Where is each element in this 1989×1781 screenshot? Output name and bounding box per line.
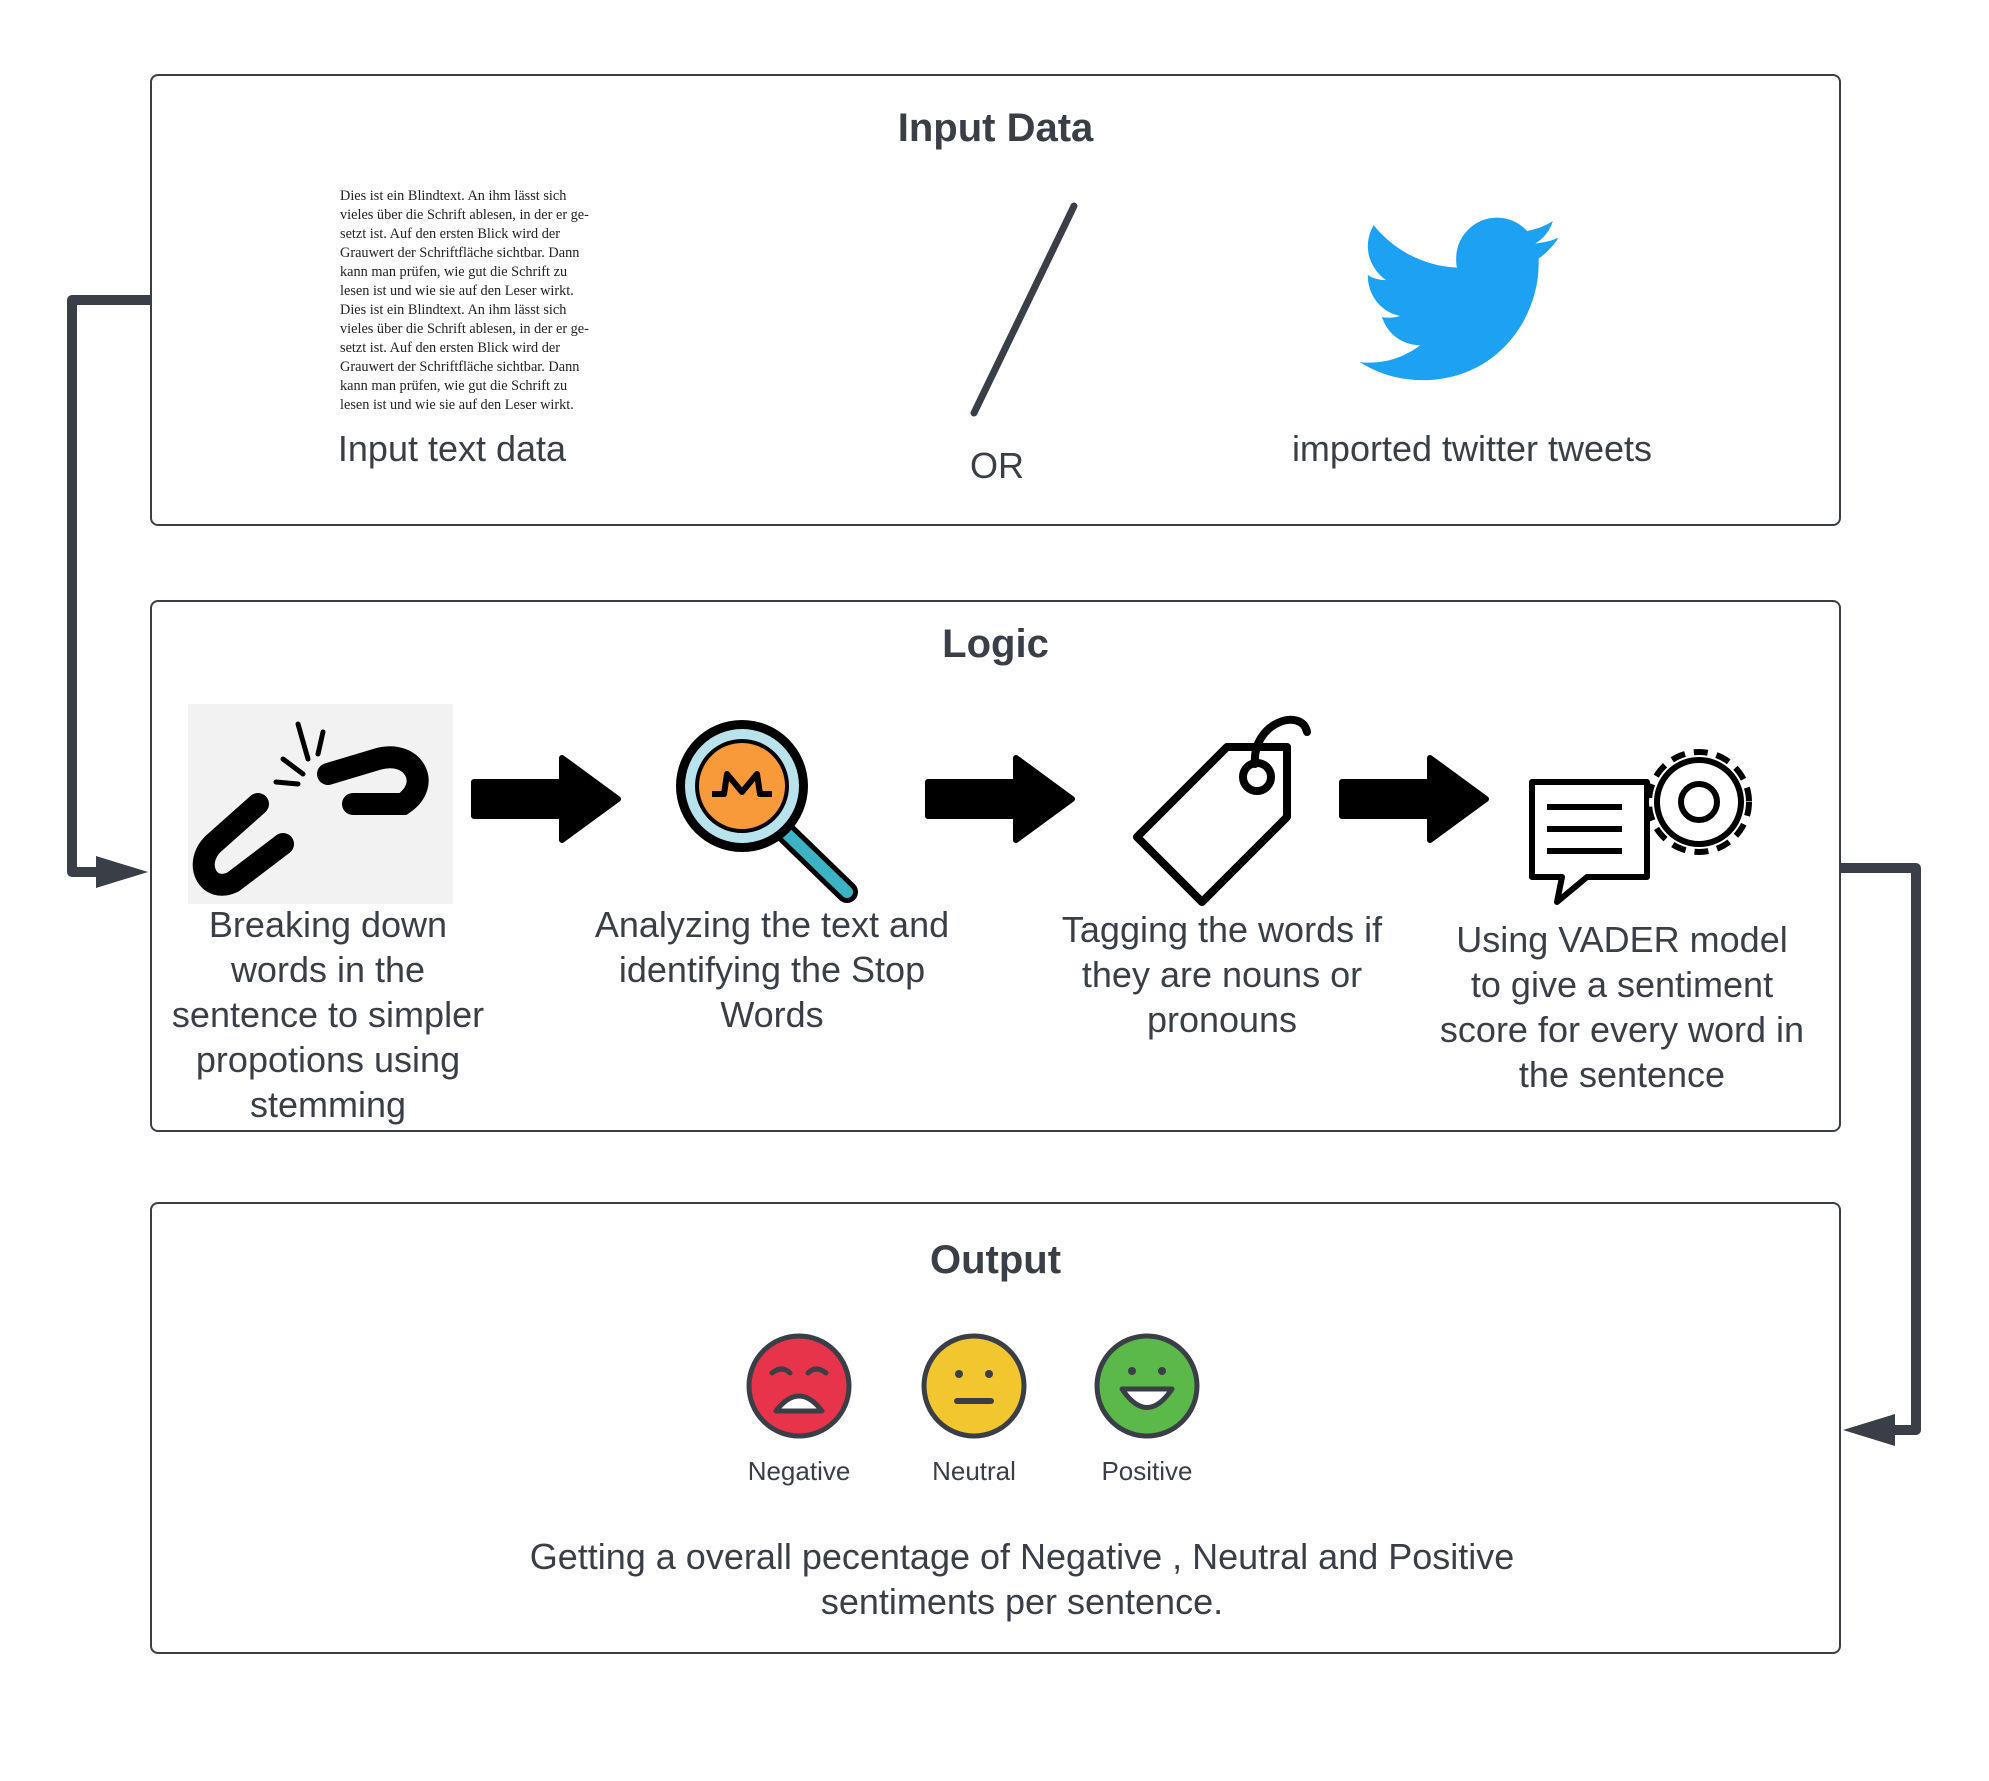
or-label: OR — [970, 445, 1024, 486]
connector-arrowhead-left — [96, 856, 148, 888]
emotion-label-positive: Positive — [1101, 1456, 1193, 1486]
twitter-bird-icon — [1359, 217, 1559, 381]
tag-icon — [1133, 715, 1311, 906]
positive-face-icon — [1094, 1333, 1200, 1439]
sample-text-block: Dies ist ein Blindtext. An ihm lässt sic… — [340, 188, 589, 413]
right-arrow-icon — [1339, 755, 1489, 843]
logic-panel-title: Logic — [942, 622, 1049, 666]
input-panel-title: Input Data — [897, 106, 1094, 150]
negative-face-icon — [746, 1333, 852, 1439]
right-arrow-icon — [471, 755, 621, 843]
output-panel-title: Output — [929, 1238, 1062, 1282]
chat-gear-icon — [1529, 749, 1752, 905]
broken-chain-icon — [188, 704, 453, 904]
twitter-label: imported twitter tweets — [1291, 428, 1653, 469]
connector-line-right — [1841, 863, 1921, 1435]
slash-separator-icon — [970, 202, 1078, 417]
magnifier-icon — [676, 720, 858, 903]
step-label-stemming: Breaking down words in the sentence to s… — [171, 904, 485, 1125]
output-panel: Output Negative Neutral Positive Getting… — [150, 1202, 1841, 1654]
step-label-vader: Using VADER model to give a sentiment sc… — [1439, 919, 1805, 1095]
right-arrow-icon — [925, 755, 1075, 843]
logic-panel: Logic Breaking down words in the sentenc… — [150, 600, 1841, 1132]
step-label-tagging: Tagging the words if they are nouns or p… — [1061, 909, 1383, 1040]
connector-line-left — [67, 295, 150, 877]
input-data-panel: Input Data Dies ist ein Blindtext. An ih… — [150, 74, 1841, 526]
step-label-stop-words: Analyzing the text and identifying the S… — [594, 904, 950, 1035]
output-description: Getting a overall pecentage of Negative … — [529, 1536, 1515, 1622]
connector-arrowhead-right — [1843, 1414, 1895, 1446]
neutral-face-icon — [921, 1333, 1027, 1439]
emotion-label-negative: Negative — [747, 1456, 851, 1486]
emotion-label-neutral: Neutral — [932, 1456, 1016, 1486]
input-text-label: Input text data — [337, 428, 567, 469]
